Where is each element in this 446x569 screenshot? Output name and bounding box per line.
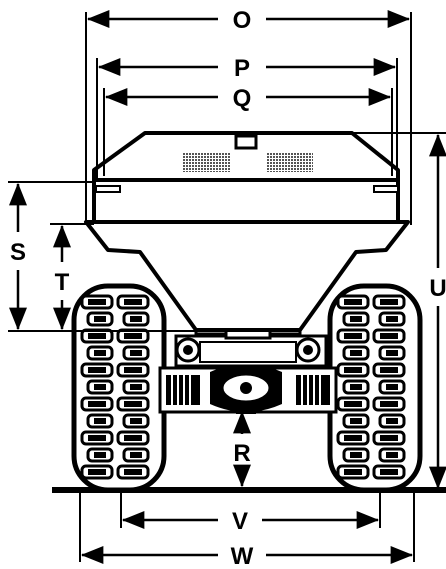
tread-groove <box>130 350 142 356</box>
axle-assembly <box>158 364 338 414</box>
cross-member <box>174 334 328 368</box>
tread-groove <box>386 452 398 458</box>
tread-groove <box>344 469 362 475</box>
right-tire <box>327 283 423 493</box>
dimension-s-label: S <box>10 239 26 266</box>
tread-groove <box>344 401 362 407</box>
dimension-u-label: U <box>429 275 446 302</box>
tread-groove <box>130 452 142 458</box>
dimension-p-label: P <box>234 55 250 82</box>
tread-groove <box>380 435 398 441</box>
dimension-lines <box>8 10 446 564</box>
dimension-o-label: O <box>233 7 252 34</box>
left-tire <box>71 283 167 493</box>
tread-groove <box>124 299 142 305</box>
tread-groove <box>88 435 106 441</box>
tread-groove <box>380 299 398 305</box>
tread-groove <box>94 384 106 390</box>
tread-groove <box>124 401 142 407</box>
tread-groove <box>344 333 362 339</box>
tread-groove <box>130 384 142 390</box>
tread-groove <box>350 452 362 458</box>
extension-lines <box>8 12 446 562</box>
right-grille <box>266 152 313 172</box>
tread-groove <box>380 469 398 475</box>
dimension-t-label: T <box>55 269 70 296</box>
tread-groove <box>380 333 398 339</box>
tread-groove <box>88 367 106 373</box>
hopper <box>84 131 410 332</box>
tread-groove <box>88 333 106 339</box>
left-grille <box>183 152 230 172</box>
tread-groove <box>350 350 362 356</box>
dimension-q-label: Q <box>233 85 252 112</box>
tread-groove <box>94 350 106 356</box>
tread-groove <box>94 418 106 424</box>
tread-groove <box>344 367 362 373</box>
tread-groove <box>386 418 398 424</box>
tread-groove <box>350 316 362 322</box>
tread-groove <box>124 435 142 441</box>
tread-groove <box>344 299 362 305</box>
tread-groove <box>386 316 398 322</box>
tread-groove <box>350 384 362 390</box>
tread-groove <box>124 469 142 475</box>
tread-groove <box>386 384 398 390</box>
tread-groove <box>386 350 398 356</box>
tread-groove <box>380 367 398 373</box>
tread-groove <box>130 418 142 424</box>
dimension-v-label: V <box>232 508 248 535</box>
tread-groove <box>124 367 142 373</box>
tread-groove <box>124 333 142 339</box>
tread-groove <box>380 401 398 407</box>
tread-groove <box>344 435 362 441</box>
tread-groove <box>350 418 362 424</box>
tread-groove <box>88 299 106 305</box>
dimension-r-label: R <box>233 440 250 467</box>
tread-groove <box>130 316 142 322</box>
dimension-w-label: W <box>231 543 254 569</box>
tread-groove <box>94 452 106 458</box>
tread-groove <box>88 469 106 475</box>
tread-groove <box>94 316 106 322</box>
ground-line <box>52 487 446 493</box>
tread-groove <box>88 401 106 407</box>
